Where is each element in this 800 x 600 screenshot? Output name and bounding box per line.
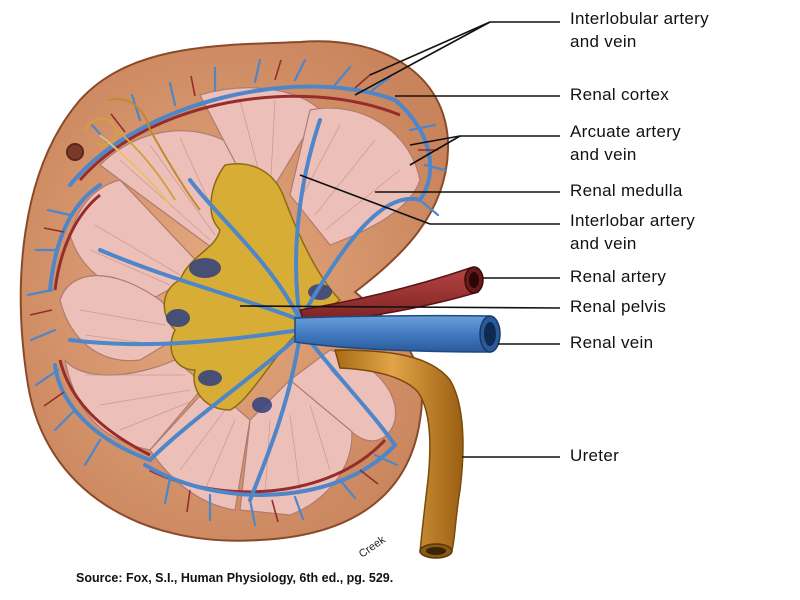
label-interlobular-line2: and vein: [570, 32, 637, 51]
label-renal-vein: Renal vein: [570, 333, 653, 352]
veins-network: [48, 84, 433, 502]
label-arcuate-line1: Arcuate artery: [570, 122, 681, 141]
label-renal-medulla: Renal medulla: [570, 181, 683, 200]
source-citation: Source: Fox, S.I., Human Physiology, 6th…: [76, 571, 394, 585]
label-renal-cortex: Renal cortex: [570, 85, 669, 104]
label-renal-artery: Renal artery: [570, 267, 666, 286]
label-interlobar-line1: Interlobar artery: [570, 211, 695, 230]
label-renal-pelvis: Renal pelvis: [570, 297, 666, 316]
label-interlobar-line2: and vein: [570, 234, 637, 253]
label-arcuate-line2: and vein: [570, 145, 637, 164]
nephron-detail: [66, 98, 201, 211]
leader-lines: [239, 21, 561, 458]
label-interlobular-line1: Interlobular artery: [570, 9, 709, 28]
label-ureter: Ureter: [570, 446, 619, 465]
artist-signature: Creek: [357, 534, 388, 561]
